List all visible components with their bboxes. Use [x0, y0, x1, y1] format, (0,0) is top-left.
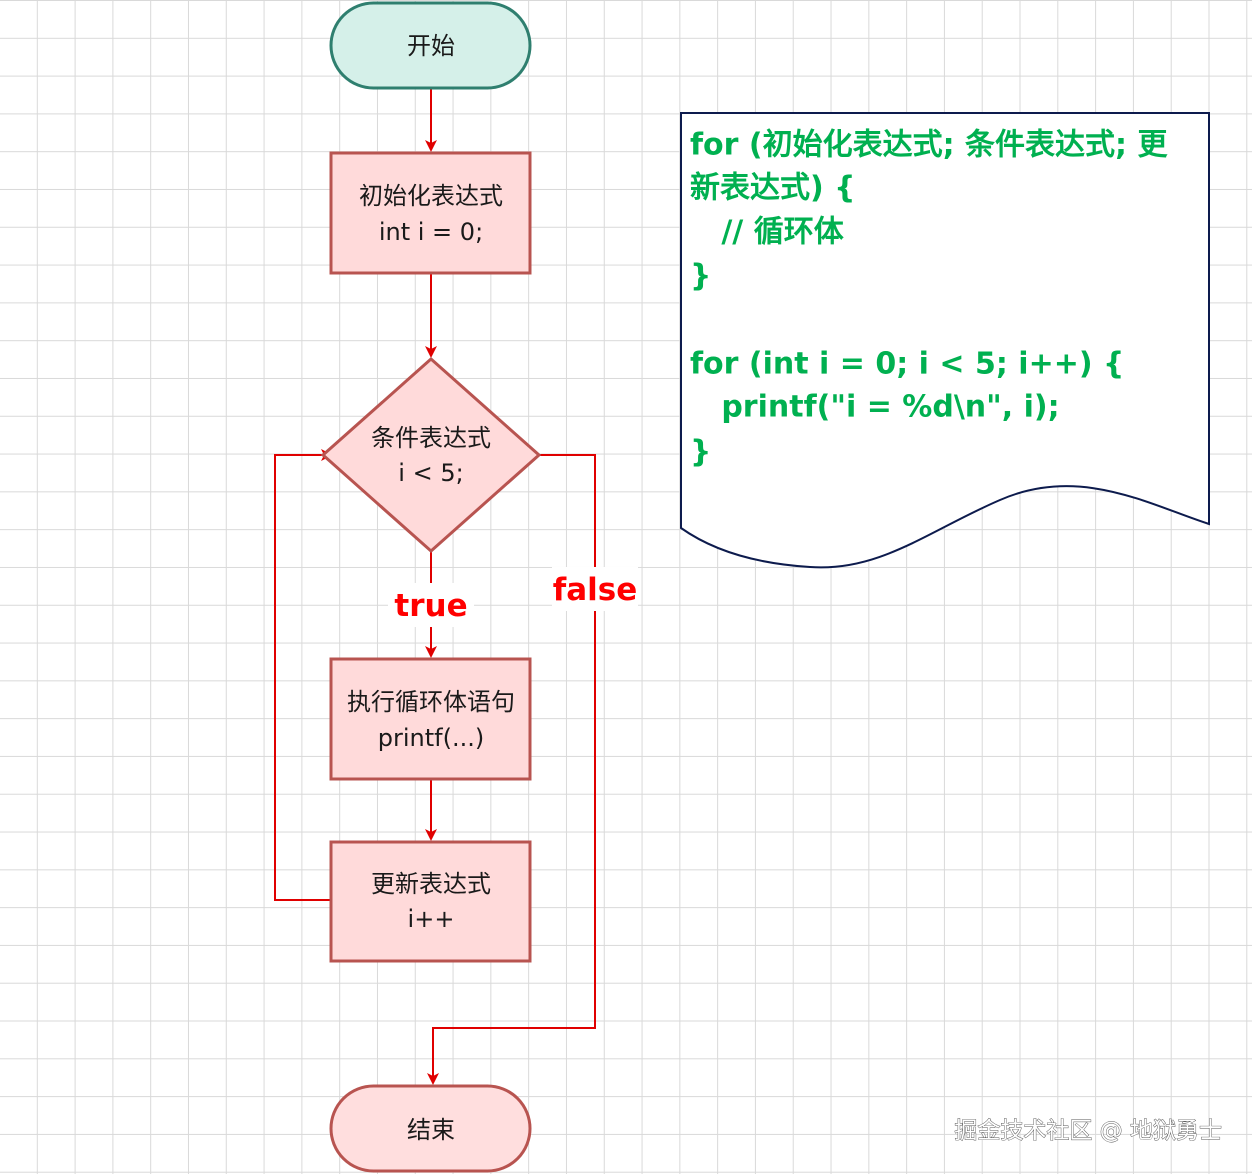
loop-back-arrow [274, 449, 333, 901]
code-note[interactable]: for (初始化表达式; 条件表达式; 更 新表达式) { // 循环体 } f… [680, 112, 1210, 569]
false-label-bg [552, 567, 638, 611]
code-note-shape [680, 112, 1210, 569]
update-process-box[interactable]: 更新表达式 i++ [329, 840, 532, 963]
update-label-code: i++ [408, 905, 455, 933]
true-label-bg [388, 583, 474, 627]
code-line: } [690, 259, 711, 294]
end-terminal-shape [329, 1084, 532, 1173]
false-exit-arrow [427, 454, 596, 1085]
code-line: for (初始化表达式; 条件表达式; 更 [690, 128, 1168, 163]
false-branch-label: false [553, 572, 638, 608]
update-label-title: 更新表达式 [371, 870, 491, 898]
condition-label-title: 条件表达式 [371, 424, 491, 452]
init-label-title: 初始化表达式 [359, 182, 503, 210]
body-label-title: 执行循环体语句 [347, 688, 515, 716]
condition-label-code: i < 5; [398, 459, 463, 487]
start-label: 开始 [407, 32, 455, 60]
start-terminal[interactable]: 开始 [329, 1, 532, 90]
code-line: printf("i = %d\n", i); [690, 390, 1060, 425]
body-process-box[interactable]: 执行循环体语句 printf(...) [329, 657, 532, 781]
code-line: for (int i = 0; i < 5; i++) { [690, 347, 1124, 382]
end-terminal[interactable]: 结束 [329, 1084, 532, 1173]
update-process-shape [329, 840, 532, 963]
init-process-box[interactable]: 初始化表达式 int i = 0; [329, 151, 532, 275]
start-terminal-shape [329, 1, 532, 90]
condition-decision[interactable]: 条件表达式 i < 5; [320, 356, 542, 554]
code-line: // 循环体 [690, 215, 845, 250]
init-label-code: int i = 0; [379, 218, 483, 246]
end-label: 结束 [407, 1116, 455, 1144]
watermark-text: 掘金技术社区 @ 地狱勇士 [954, 1118, 1222, 1144]
init-process-shape [329, 151, 532, 275]
true-branch-label: true [394, 588, 467, 624]
body-process-shape [329, 657, 532, 781]
code-line: } [690, 435, 711, 470]
code-line: 新表达式) { [690, 171, 856, 206]
condition-diamond-shape [320, 356, 542, 554]
body-label-code: printf(...) [378, 724, 484, 752]
